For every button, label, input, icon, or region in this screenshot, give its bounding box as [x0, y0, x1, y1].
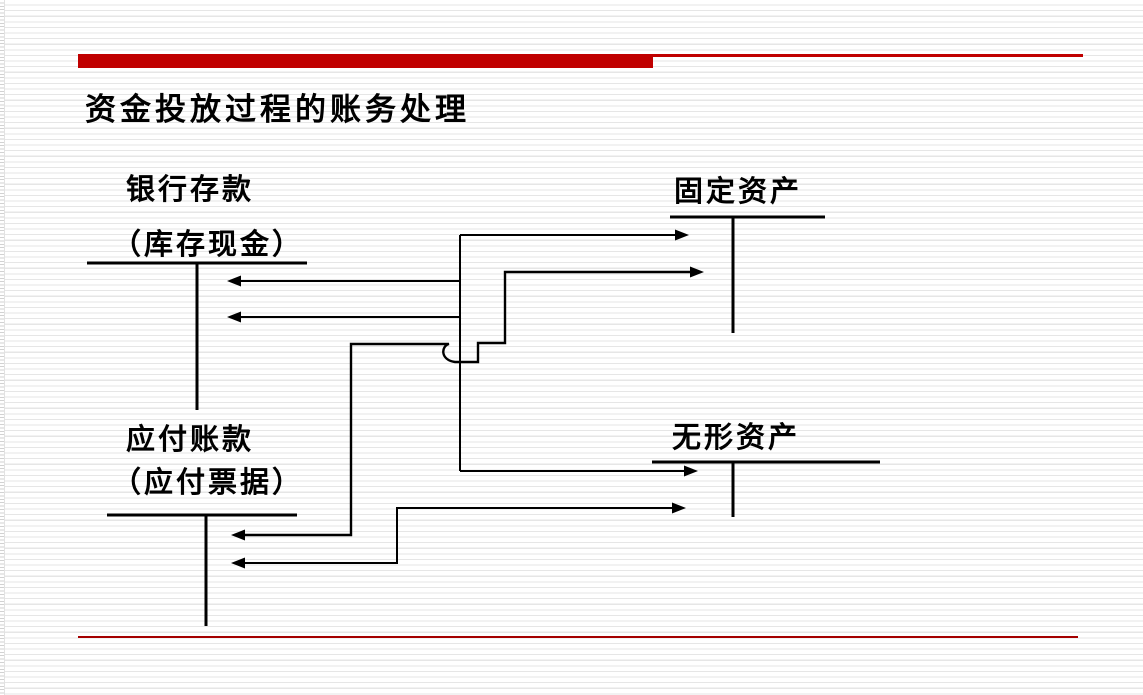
account-label-intangible-assets: 无形资产 [672, 422, 801, 454]
connector-bank-to-intangible-assets [227, 311, 698, 477]
intangible-assets-t-account [652, 460, 880, 517]
bottom-accent-line [78, 636, 1078, 638]
accounts-payable-t-account [107, 513, 297, 626]
fixed-assets-t-account [670, 215, 825, 333]
arrowhead-to-intangible-upper-icon [684, 465, 698, 477]
account-label-bank-deposit: 银行存款 [126, 174, 255, 206]
arrowhead-to-fixed-assets-icon [675, 229, 689, 241]
account-label-accounts-payable: 应付账款 [126, 424, 255, 456]
connector-payable-to-fixed-assets [231, 266, 704, 541]
arrowhead-to-payable-lower-icon [231, 557, 245, 569]
account-label-notes-payable: （应付票据） [112, 467, 305, 499]
payable-to-intangible-elbow-line [245, 506, 672, 565]
connector-payable-to-intangible-assets [231, 502, 686, 569]
top-accent-line [653, 54, 1083, 57]
top-accent-bar [78, 54, 653, 68]
arrowhead-to-bank-upper-icon [227, 275, 241, 287]
account-label-cash-on-hand: （库存现金） [112, 229, 305, 261]
slide-title: 资金投放过程的账务处理 [85, 92, 470, 127]
bank-deposit-t-account [87, 261, 307, 410]
slide-left-edge-texture [0, 0, 5, 695]
payable-to-fixed-elbow-line [245, 270, 690, 537]
arrowhead-to-payable-upper-icon [231, 529, 245, 541]
arrowhead-to-bank-lower-icon [227, 311, 241, 323]
arrowhead-to-intangible-lower-icon [672, 502, 686, 514]
arrowhead-to-fixed-assets-lower-icon [690, 266, 704, 278]
connector-bank-to-fixed-assets [227, 229, 689, 471]
account-label-fixed-assets: 固定资产 [674, 176, 803, 208]
